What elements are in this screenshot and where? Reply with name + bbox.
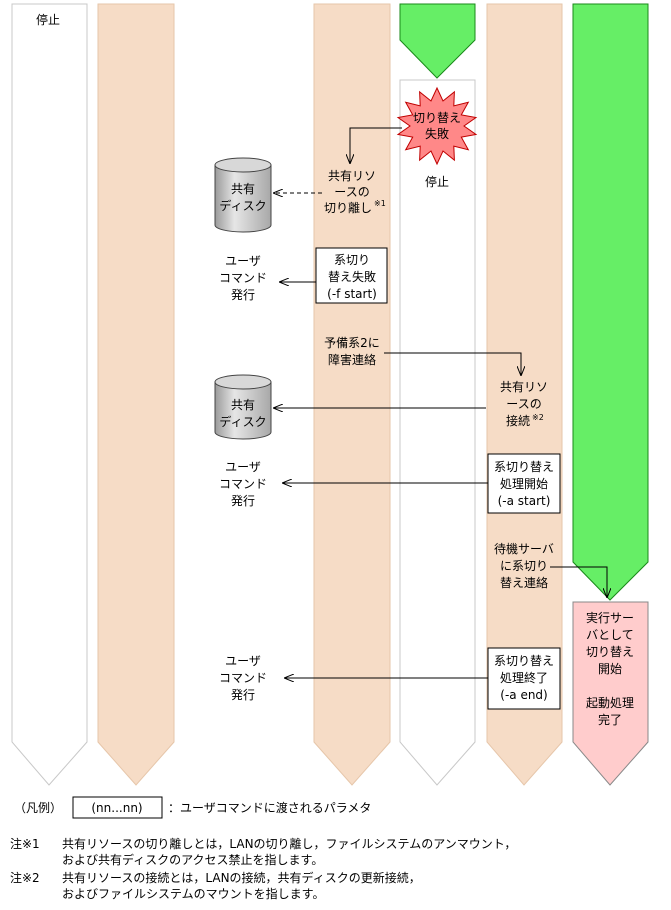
svg-text:バとして: バとして [586, 628, 634, 642]
svg-text:開始: 開始 [598, 662, 622, 676]
step-notify-standby2: 予備系2に 障害連絡 [324, 335, 380, 367]
svg-text:ユーザ: ユーザ [225, 460, 261, 474]
shared-disk-2: 共有 ディスク [214, 374, 272, 440]
lane-1-white [11, 3, 88, 786]
svg-text:待機サーバ: 待機サーバ [494, 541, 554, 556]
disk-2-line-2: ディスク [219, 414, 266, 429]
svg-text:発行: 発行 [231, 494, 255, 508]
lane-2-peach [97, 3, 175, 786]
svg-text:(-a start): (-a start) [498, 494, 551, 508]
svg-text:起動処理: 起動処理 [586, 696, 634, 710]
stop-label: 停止 [425, 174, 449, 189]
svg-text:共有リソ: 共有リソ [500, 380, 548, 394]
svg-text:切り替え: 切り替え [586, 645, 634, 659]
svg-text:系切り: 系切り [334, 253, 370, 267]
svg-text:替え失敗: 替え失敗 [328, 269, 376, 284]
lane-1-label: 停止 [36, 12, 60, 27]
disk-1-line-2: ディスク [219, 198, 266, 213]
svg-text:処理終了: 処理終了 [500, 670, 548, 685]
lane-6-pink [572, 601, 649, 786]
arrow-burst-to-detach [350, 127, 402, 163]
arrow-notify-to-connect [384, 352, 521, 375]
svg-text:替え連絡: 替え連絡 [500, 575, 548, 590]
lane-4-white [399, 79, 476, 786]
arrow-notify-to-active [550, 566, 607, 597]
svg-text:切り離し: 切り離し [324, 201, 372, 215]
svg-text:実行サー: 実行サー [586, 610, 634, 625]
step-start-command: 系切り替え 処理開始 (-a start) [487, 453, 561, 514]
user-command-1: ユーザ コマンド 発行 [219, 254, 267, 302]
svg-text:接続: 接続 [506, 413, 530, 428]
legend-sample: (nn...nn) [91, 801, 142, 815]
burst-line-2: 失敗 [425, 126, 449, 141]
step-fail-command: 系切り 替え失敗 (-f start) [315, 247, 388, 304]
lane-5-peach [486, 3, 563, 786]
disk-2-line-1: 共有 [231, 398, 255, 412]
svg-text:(-a end): (-a end) [500, 688, 547, 702]
shared-disk-1: 共有 ディスク [214, 157, 272, 233]
svg-text:共有リソ: 共有リソ [328, 169, 376, 183]
svg-text:障害連絡: 障害連絡 [328, 352, 376, 367]
svg-text:発行: 発行 [231, 288, 255, 302]
svg-text:系切り替え: 系切り替え [494, 460, 554, 474]
svg-text:完了: 完了 [598, 712, 622, 727]
lane-4-green-head [399, 3, 476, 79]
svg-text:ユーザ: ユーザ [225, 254, 261, 268]
svg-text:に系切り: に系切り [500, 559, 548, 573]
user-command-3: ユーザ コマンド 発行 [219, 654, 267, 702]
step-end-command: 系切り替え 処理終了 (-a end) [487, 647, 561, 710]
failure-burst: 切り替え 失敗 [396, 86, 478, 166]
svg-text:ースの: ースの [334, 185, 369, 199]
note-mark-1: ※1 [374, 199, 386, 208]
burst-line-1: 切り替え [413, 111, 461, 125]
svg-text:予備系2に: 予備系2に [324, 335, 380, 350]
svg-text:処理開始: 処理開始 [500, 477, 548, 491]
step-notify-standby-server: 待機サーバ に系切り 替え連絡 [494, 541, 554, 590]
step-detach: 共有リソ ースの 切り離し ※1 [324, 169, 386, 215]
legend-desc: ：ユーザコマンドに渡されるパラメタ [168, 800, 371, 815]
disk-1-line-1: 共有 [231, 182, 255, 196]
step-active-server: 実行サー バとして 切り替え 開始 起動処理 完了 [586, 610, 634, 727]
legend-prefix: （凡例） [14, 801, 62, 815]
lane-3-peach [313, 3, 391, 786]
svg-text:(-f start): (-f start) [327, 287, 377, 301]
note-mark-2: ※2 [532, 413, 544, 422]
svg-text:系切り替え: 系切り替え [494, 654, 554, 668]
user-command-2: ユーザ コマンド 発行 [219, 460, 267, 508]
svg-text:ユーザ: ユーザ [225, 654, 261, 668]
svg-text:コマンド: コマンド [219, 477, 267, 491]
svg-text:ースの: ースの [506, 397, 541, 411]
svg-text:発行: 発行 [231, 688, 255, 702]
svg-text:コマンド: コマンド [219, 671, 267, 685]
legend: （凡例） (nn...nn) ：ユーザコマンドに渡されるパラメタ [14, 796, 371, 819]
step-connect: 共有リソ ースの 接続 ※2 [500, 380, 548, 428]
lane-6-green [572, 3, 649, 601]
svg-text:コマンド: コマンド [219, 271, 267, 285]
